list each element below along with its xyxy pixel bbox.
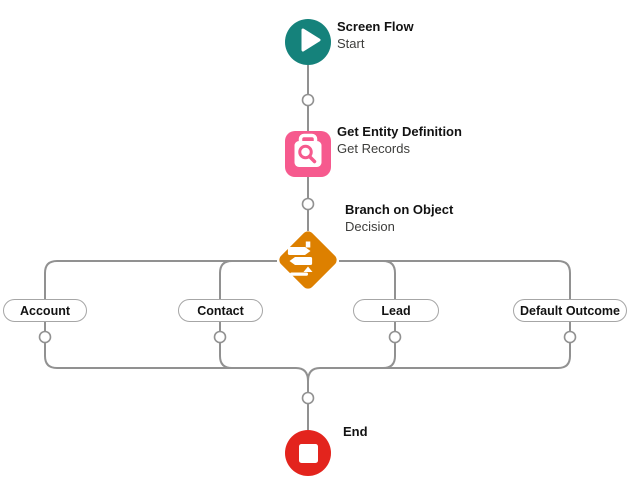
end-node[interactable] [285, 430, 331, 476]
play-icon [285, 17, 331, 68]
decision-node[interactable] [276, 230, 340, 294]
branch-pill-account[interactable]: Account [3, 299, 87, 322]
node-title: Get Entity Definition [337, 124, 462, 139]
start-node[interactable] [285, 19, 331, 65]
node-subtitle: Get Records [337, 141, 410, 156]
connector-dot[interactable] [301, 197, 315, 211]
connector-dot[interactable] [388, 330, 402, 344]
connector-dot[interactable] [301, 391, 315, 405]
signpost-icon [276, 228, 340, 297]
node-title: Screen Flow [337, 19, 414, 34]
stop-icon [298, 443, 318, 463]
connector-dot[interactable] [563, 330, 577, 344]
branch-pill-lead[interactable]: Lead [353, 299, 439, 322]
node-title: End [343, 424, 368, 439]
get-records-node-label: Get Entity Definition Get Records [337, 123, 462, 157]
node-title: Branch on Object [345, 202, 454, 217]
branch-pill-contact[interactable]: Contact [178, 299, 263, 322]
node-subtitle: Start [337, 36, 365, 51]
connector-dot[interactable] [213, 330, 227, 344]
branch-pill-default-outcome[interactable]: Default Outcome [513, 299, 627, 322]
get-records-node[interactable] [285, 131, 331, 177]
record-lookup-icon [285, 129, 331, 180]
decision-node-label: Branch on Object Decision [345, 201, 453, 235]
connector-dot[interactable] [301, 93, 315, 107]
connector-dot[interactable] [38, 330, 52, 344]
start-node-label: Screen Flow Start [337, 18, 414, 52]
node-subtitle: Decision [345, 219, 395, 234]
end-node-label: End [343, 423, 368, 440]
